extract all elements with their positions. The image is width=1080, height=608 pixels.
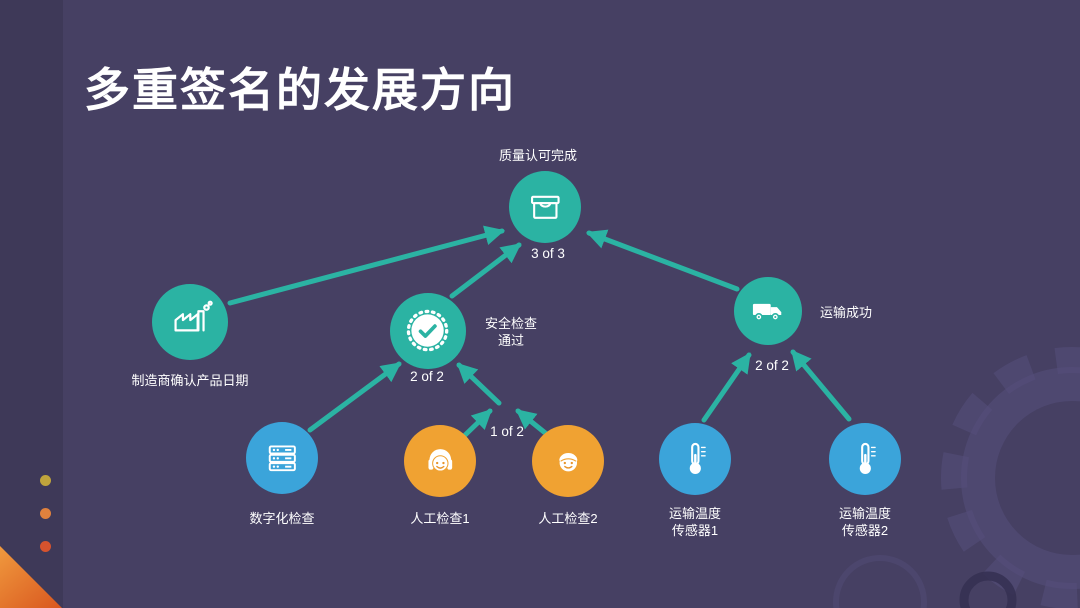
digital-label: 数字化检查 xyxy=(249,511,315,526)
thermometer-icon xyxy=(689,442,706,474)
circle-decoration xyxy=(833,555,927,608)
node-transport-success xyxy=(734,277,802,345)
package-icon xyxy=(530,195,560,219)
node-digital-check xyxy=(246,422,318,494)
gear-teeth-ring xyxy=(941,347,1080,608)
transport-count: 2 of 2 xyxy=(755,358,789,373)
slide-title: 多重签名的发展方向 xyxy=(84,64,516,116)
quality-count: 3 of 3 xyxy=(531,246,565,261)
arrow-transport-to-quality xyxy=(586,229,740,292)
server-icon xyxy=(268,445,296,471)
person-female-icon xyxy=(428,448,452,472)
person-male-icon xyxy=(558,452,578,472)
safety-count: 2 of 2 xyxy=(410,369,444,384)
accent-dot-red xyxy=(40,541,51,552)
transport-label: 运输成功 xyxy=(820,305,873,320)
accent-dot-gold xyxy=(40,475,51,486)
node-manufacturer xyxy=(152,284,228,360)
node-manual-check-1 xyxy=(404,425,476,497)
thermometer-icon xyxy=(859,442,876,474)
manual1-label: 人工检查1 xyxy=(410,511,470,526)
accent-dot-orange xyxy=(40,508,51,519)
left-edge-strip xyxy=(0,0,63,608)
small-ring-decoration xyxy=(959,571,1017,608)
factory-icon xyxy=(174,301,214,332)
gear-body-ring xyxy=(961,367,1080,589)
sensor2-label: 运输温度 传感器2 xyxy=(838,506,891,538)
badge-check-icon xyxy=(407,310,449,352)
arrow-manufacturer-to-quality xyxy=(227,225,505,306)
safety-label: 安全检查 通过 xyxy=(484,316,537,348)
node-temp-sensor-1 xyxy=(659,423,731,495)
node-safety-check xyxy=(390,293,466,369)
manual2-label: 人工检查2 xyxy=(538,511,598,526)
node-temp-sensor-2 xyxy=(829,423,901,495)
arrow-digital-to-safety xyxy=(307,361,402,433)
node-manual-check-2 xyxy=(532,425,604,497)
truck-icon xyxy=(752,303,782,321)
manufacturer-label: 制造商确认产品日期 xyxy=(131,373,249,388)
node-quality-complete xyxy=(509,171,581,243)
sensor1-label: 运输温度 传感器1 xyxy=(668,506,721,538)
junction-count: 1 of 2 xyxy=(490,424,524,439)
quality-label: 质量认可完成 xyxy=(498,148,577,163)
